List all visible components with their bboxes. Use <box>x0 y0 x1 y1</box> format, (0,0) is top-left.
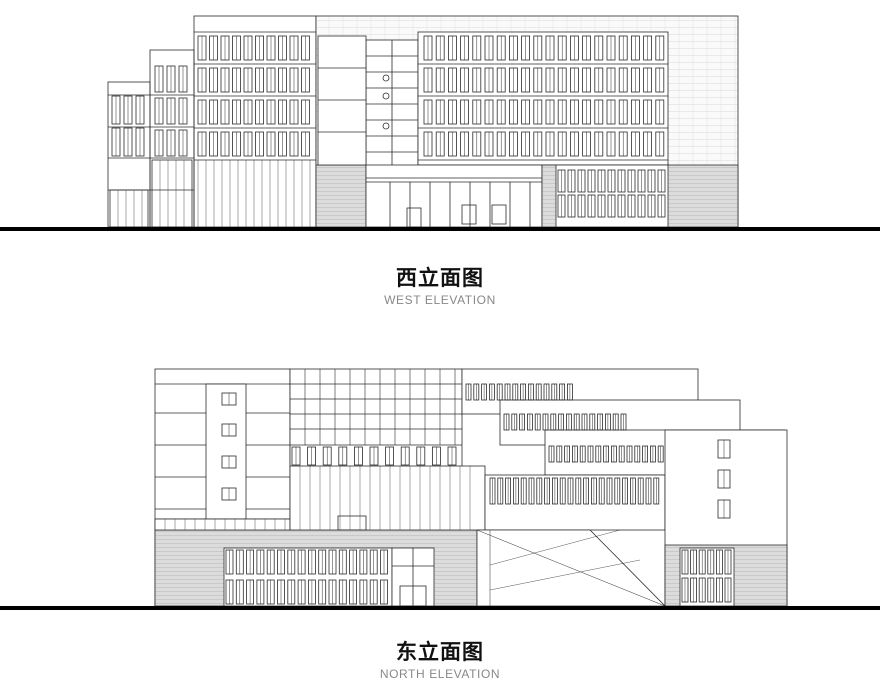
west-elevation-title: 西立面图 <box>396 266 484 290</box>
east-elevation-drawing <box>154 368 788 607</box>
east-elevation-title: 东立面图 <box>396 640 484 664</box>
east-ground-line <box>0 606 880 610</box>
east-elevation-subtitle: NORTH ELEVATION <box>379 667 501 681</box>
west-elevation-subtitle: WEST ELEVATION <box>384 293 496 307</box>
west-ground-line <box>0 227 880 231</box>
west-elevation-drawing <box>107 15 739 228</box>
